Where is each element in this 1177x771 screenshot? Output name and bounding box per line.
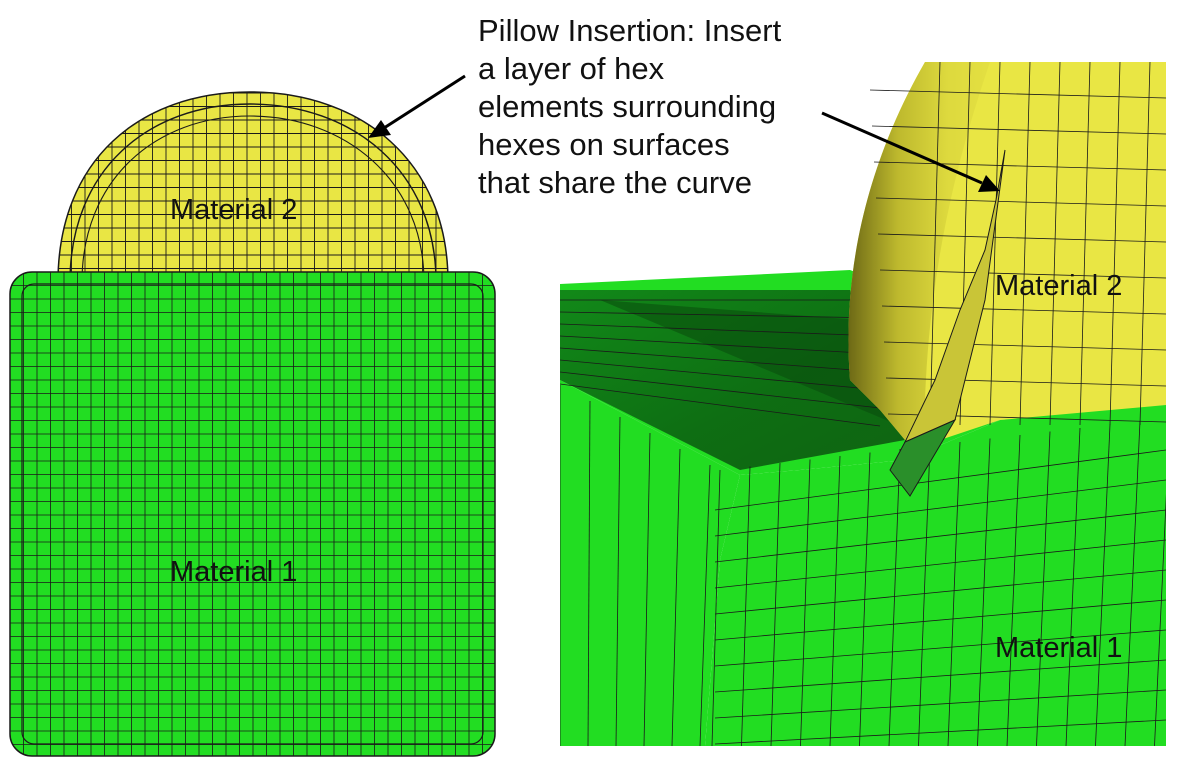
pointer-arrows	[368, 74, 1000, 192]
left-material-1-label: Material 1	[170, 556, 298, 588]
caption-line: Pillow Insertion: Insert	[478, 13, 782, 48]
right-mesh-view	[560, 62, 1166, 746]
right-material-1-label: Material 1	[995, 632, 1123, 664]
right-material-2-label: Material 2	[995, 270, 1123, 302]
right-material-1-side-face	[705, 405, 1166, 746]
pillow-insertion-caption: Pillow Insertion: Insert a layer of hex …	[478, 12, 838, 202]
caption-line: elements surrounding	[478, 89, 777, 124]
left-material-1-block	[9, 271, 496, 757]
caption-line: hexes on surfaces	[478, 127, 730, 162]
caption-line: a layer of hex	[478, 51, 665, 86]
left-material-2-dome	[57, 91, 449, 283]
left-mesh-view	[9, 91, 496, 757]
left-material-2-label: Material 2	[170, 194, 298, 226]
right-material-1-front-face	[560, 380, 740, 746]
caption-line: that share the curve	[478, 165, 752, 200]
